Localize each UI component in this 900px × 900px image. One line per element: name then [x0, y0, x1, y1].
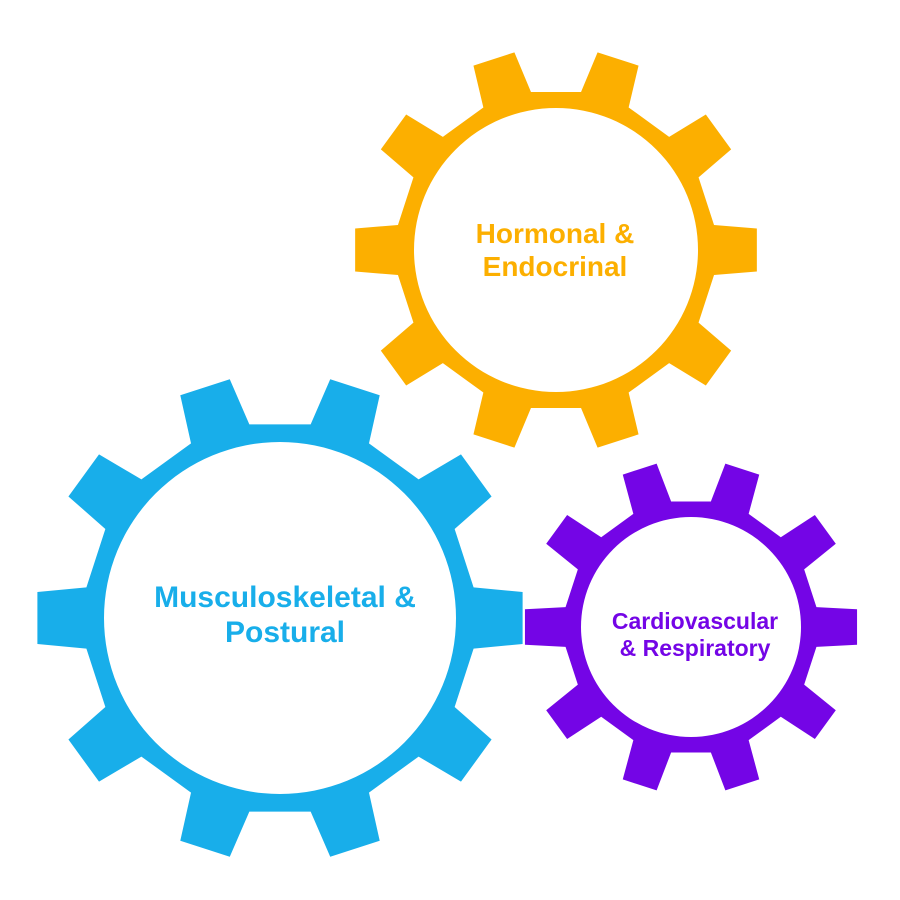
gear-label-cardiovascular: Cardiovascular & Respiratory — [575, 585, 815, 685]
gear-label-cardiovascular-line1: Cardiovascular — [611, 607, 779, 634]
gear-label-hormonal: Hormonal & Endocrinal — [415, 195, 695, 305]
gear-label-musculoskeletal-line2: Postural — [224, 616, 346, 649]
gear-label-musculoskeletal: Musculoskeletal & Postural — [95, 555, 475, 675]
gear-cardiovascular-respiratory — [524, 463, 858, 791]
gear-label-hormonal-line1: Hormonal & — [475, 217, 635, 249]
gear-label-musculoskeletal-line1: Musculoskeletal & — [154, 580, 416, 614]
gear-label-cardiovascular-line2: & Respiratory — [619, 635, 771, 661]
gear-label-hormonal-line2: Endocrinal — [482, 251, 628, 282]
